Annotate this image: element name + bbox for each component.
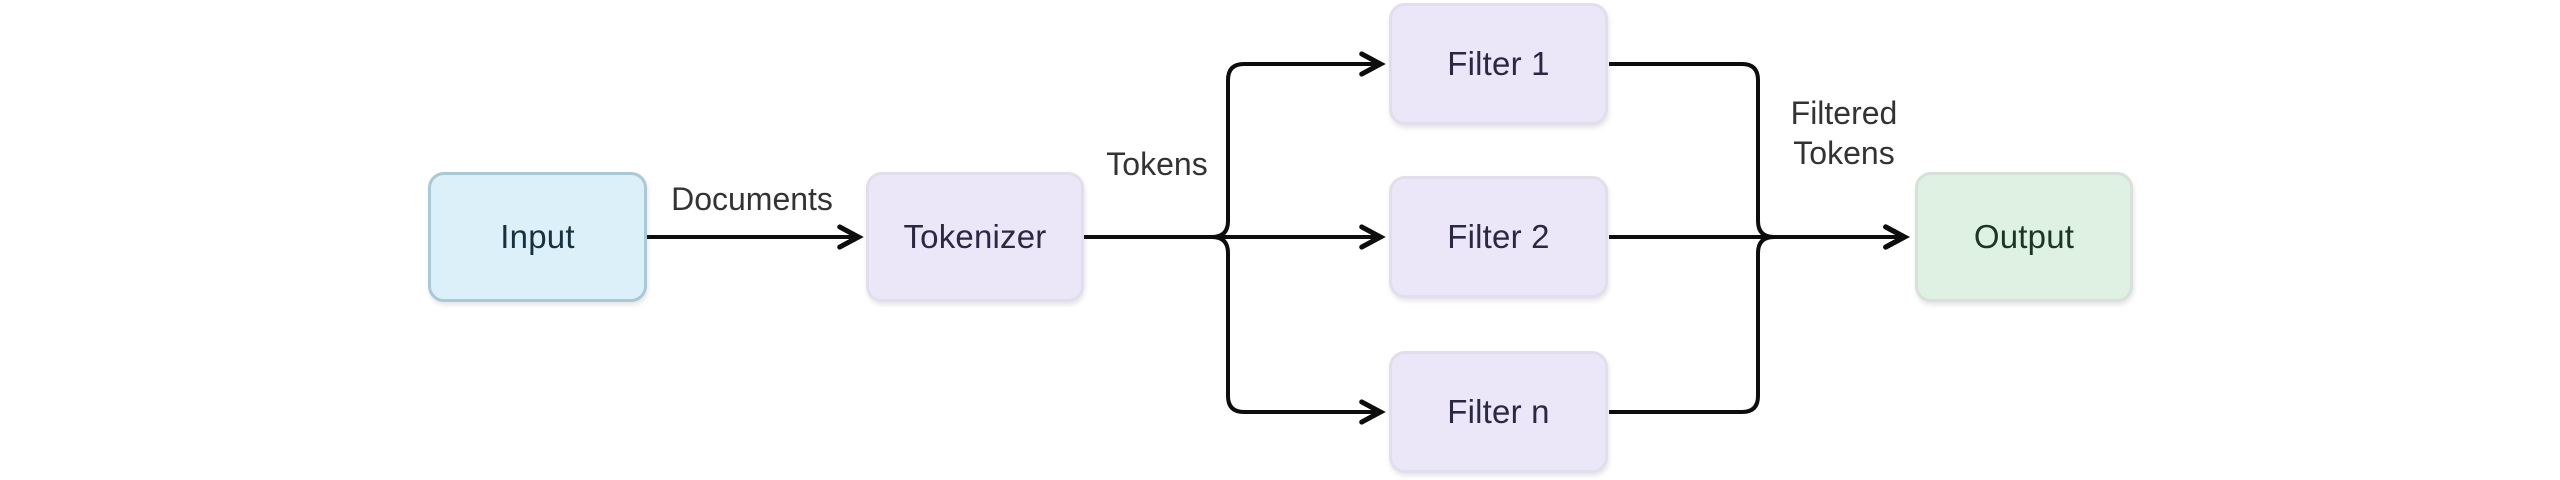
node-filter-2-label: Filter 2	[1447, 218, 1550, 255]
edge-label-tokens: Tokens	[1106, 146, 1208, 182]
edge-tokenizer-filtern	[1084, 235, 1386, 425]
node-tokenizer-label: Tokenizer	[903, 218, 1047, 255]
edge-label-documents: Documents	[671, 181, 833, 217]
node-input-label: Input	[500, 218, 575, 255]
node-filter-1-label: Filter 1	[1447, 45, 1550, 82]
edge-filtern-output	[1609, 224, 1910, 414]
node-output-label: Output	[1973, 218, 2075, 255]
node-filter-1: Filter 1	[1389, 3, 1608, 125]
node-filter-2: Filter 2	[1389, 176, 1608, 298]
node-filter-n-label: Filter n	[1447, 393, 1550, 430]
node-tokenizer: Tokenizer	[866, 172, 1084, 302]
edge-label-filtered-tokens: Filtered Tokens	[1790, 95, 1898, 171]
node-filter-n: Filter n	[1389, 351, 1608, 473]
node-input: Input	[428, 172, 647, 302]
node-output: Output	[1915, 172, 2133, 302]
